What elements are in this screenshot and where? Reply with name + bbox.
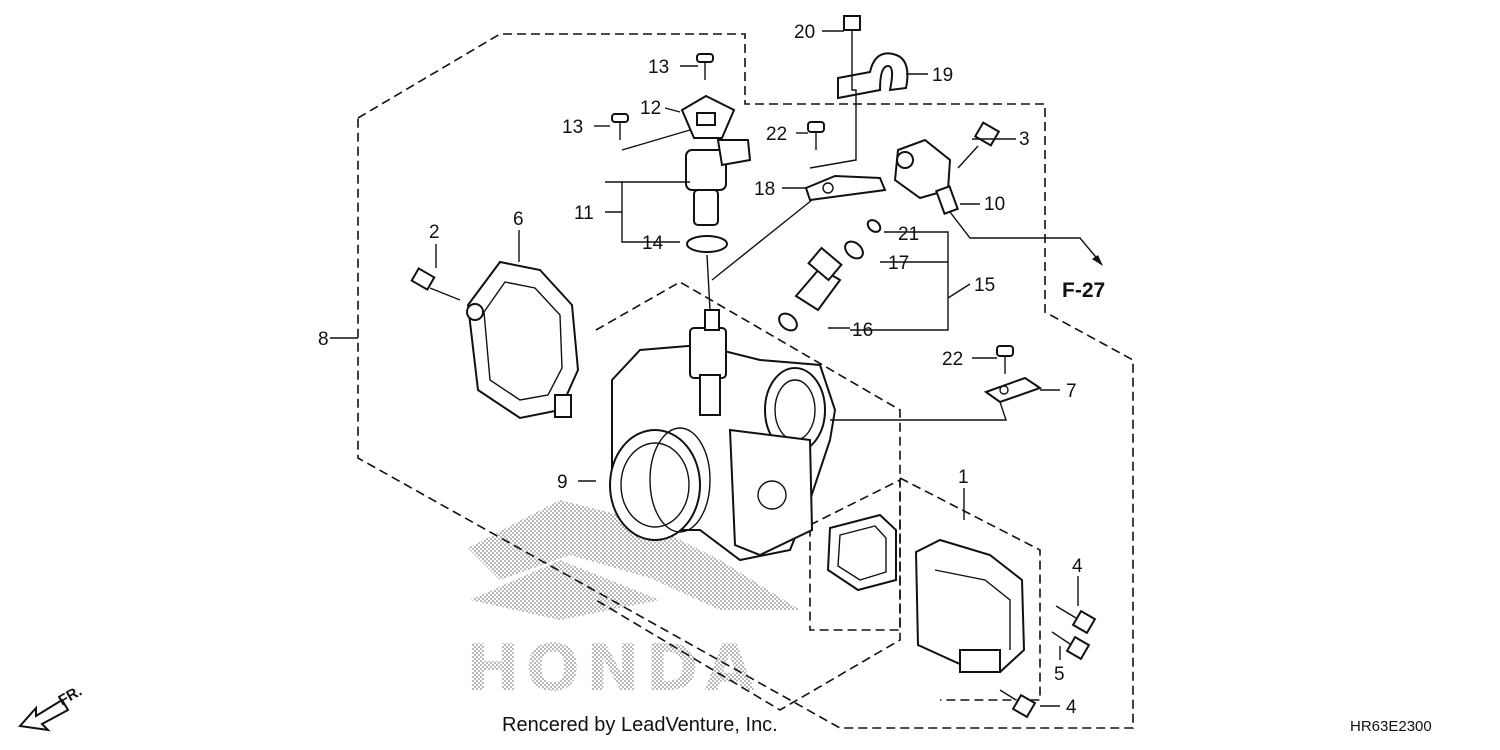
bolt-3 <box>957 121 1001 169</box>
callout-4-lower: 4 <box>1066 697 1077 718</box>
callout-12: 12 <box>640 98 661 119</box>
front-direction-indicator: FR. <box>18 683 85 732</box>
callout-11: 11 <box>574 203 594 224</box>
callout-8: 8 <box>318 329 329 350</box>
callout-21: 21 <box>898 224 919 245</box>
callout-14: 14 <box>642 233 664 254</box>
callout-7: 7 <box>1066 381 1077 402</box>
logo-text: HONDA <box>466 632 760 706</box>
injector-10 <box>893 138 959 215</box>
arrow-icon <box>18 698 70 732</box>
callout-15: 15 <box>974 275 995 296</box>
injector-15 <box>778 219 882 332</box>
callout-1: 1 <box>958 467 969 488</box>
callout-2: 2 <box>429 222 440 243</box>
reference-arrow <box>1092 255 1103 266</box>
callout-6: 6 <box>513 209 524 230</box>
clamp-19 <box>837 52 909 100</box>
callout-17: 17 <box>888 253 909 274</box>
bracket-18 <box>804 174 887 202</box>
bracket-7 <box>983 376 1043 404</box>
leader-lines <box>330 30 1101 707</box>
throttle-body <box>609 309 837 562</box>
plate-12 <box>680 94 736 139</box>
callout-13-upper: 13 <box>648 57 669 78</box>
callout-labels: 8 2 6 3 11 14 12 13 13 20 19 22 18 10 21… <box>318 22 1105 718</box>
sensor-11 <box>685 139 752 311</box>
callout-5: 5 <box>1054 664 1065 685</box>
callout-3: 3 <box>1019 129 1030 150</box>
callout-22-lower: 22 <box>942 349 963 370</box>
bolt-2 <box>410 267 461 301</box>
bolt-20 <box>843 15 861 48</box>
callout-9: 9 <box>557 472 568 493</box>
callout-4-upper: 4 <box>1072 556 1083 577</box>
cover <box>466 260 580 420</box>
callout-22-upper: 22 <box>766 124 787 145</box>
screw-22-lower <box>996 345 1014 374</box>
screw-22-upper <box>807 121 825 150</box>
bolt-5 <box>1051 631 1091 661</box>
gasket <box>826 513 897 592</box>
bolt-4-lower <box>999 689 1037 719</box>
callout-20: 20 <box>794 22 815 43</box>
sensor-1 <box>914 538 1026 674</box>
callout-10: 10 <box>984 194 1005 215</box>
diagram-code: HR63E2300 <box>1350 718 1432 735</box>
callout-16: 16 <box>852 320 873 341</box>
callout-19: 19 <box>932 65 953 86</box>
assembly-boundary <box>357 33 1134 729</box>
bolt-4-upper <box>1055 605 1097 635</box>
watermark-text: Rencered by LeadVenture, Inc. <box>502 714 778 736</box>
reference-f27: F-27 <box>1062 279 1105 302</box>
callout-13-lower: 13 <box>562 117 583 138</box>
honda-logo: HONDA <box>466 500 800 706</box>
callout-18: 18 <box>754 179 775 200</box>
screw-13-lower <box>611 113 629 140</box>
screw-13-upper <box>696 53 714 80</box>
